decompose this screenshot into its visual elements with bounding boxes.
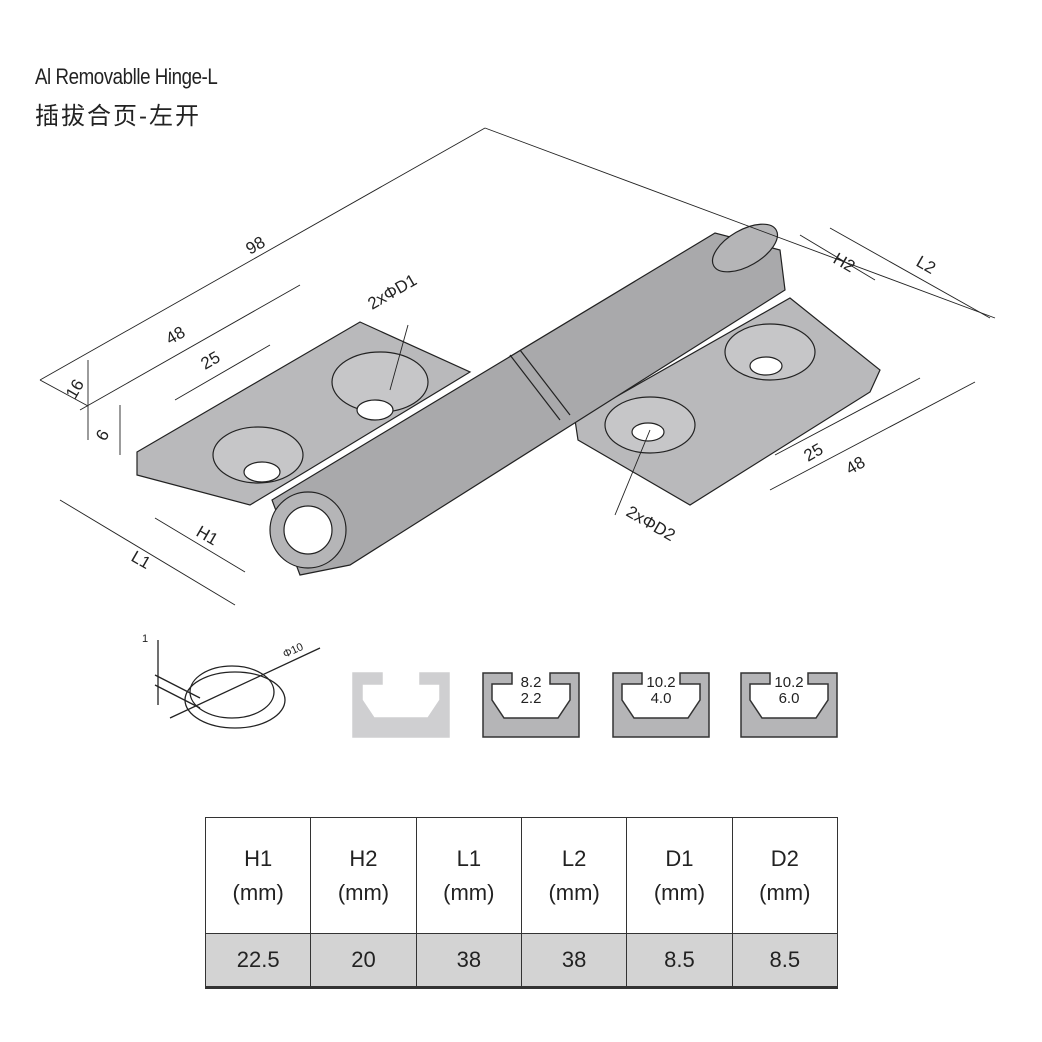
dim-right-25: 25 [801,440,827,466]
value-cell: 8.5 [626,933,733,988]
barrel [271,232,786,576]
profile-top: 6.2 [390,674,412,691]
profile-bottom: 2.0 [390,690,412,707]
dim-h1: H1 [193,522,221,549]
profile-top: 8.2 [520,674,542,691]
title-chinese: 插拔合页-左开 [35,103,201,130]
dim-l1: L1 [128,547,154,573]
profile-bottom: 6.0 [778,690,800,707]
header-name: D1 [665,845,694,871]
hinge-drawing: 98 48 25 2xΦD1 16 6 H1 L1 H2 L2 25 48 2x… [39,127,996,606]
dim-left-48: 48 [163,323,189,349]
header-name: L1 [456,845,482,871]
header-cell: L2 (mm) [520,817,628,934]
header-cell: H1 (mm) [204,817,312,934]
hole-left-1 [212,426,304,484]
end-cap-drawing: 1 Φ10 [142,633,321,729]
profile-top: 10.2 [646,674,676,691]
slot-profile-3: 10.2 4.0 [612,672,710,738]
dim-6: 6 [92,426,113,444]
cap-diameter: Φ10 [281,641,305,661]
value-cell: 20 [310,933,417,988]
dim-hole-d1: 2xΦD1 [365,270,421,313]
title-english: Al Removablle Hinge-L [35,64,218,89]
header-cell: D2 (mm) [731,817,839,934]
header-unit: (mm) [443,879,495,905]
header-name: H2 [349,845,378,871]
value-cell: 8.5 [731,933,839,988]
hole-right-1 [724,323,816,381]
header-unit: (mm) [337,879,390,905]
value-cell: 22.5 [204,933,312,988]
header-unit: (mm) [232,879,284,905]
dim-right-48: 48 [843,453,869,479]
spec-table: H1 (mm) H2 (mm) L1 (mm) L2 (mm) D1 (mm) D2 (mm) 22.… [204,817,839,989]
cap-thickness: 1 [142,633,148,645]
dim-h2: H2 [830,249,858,276]
dim-hole-d2: 2xΦD2 [623,502,679,545]
dim-left-25: 25 [198,348,224,374]
dim-16: 16 [62,376,88,402]
header-unit: (mm) [759,879,811,905]
header-name: D2 [770,845,799,871]
header-name: H1 [244,845,273,871]
profile-top: 10.2 [774,674,804,691]
header-cell: H2 (mm) [310,817,417,934]
dim-l2: L2 [913,252,939,278]
slot-profile-1: 6.2 2.0 [352,672,450,738]
value-cell: 38 [520,933,628,988]
header-cell: D1 (mm) [626,817,733,934]
header-unit: (mm) [548,879,600,905]
profile-bottom: 2.2 [520,690,542,707]
header-name: L2 [561,845,587,871]
header-unit: (mm) [653,879,706,905]
slot-profile-2: 8.2 2.2 [482,672,580,738]
slot-profile-4: 10.2 6.0 [740,672,838,738]
dim-98: 98 [243,233,269,259]
profile-bottom: 4.0 [650,690,672,707]
header-cell: L1 (mm) [415,817,522,934]
value-cell: 38 [415,933,522,988]
